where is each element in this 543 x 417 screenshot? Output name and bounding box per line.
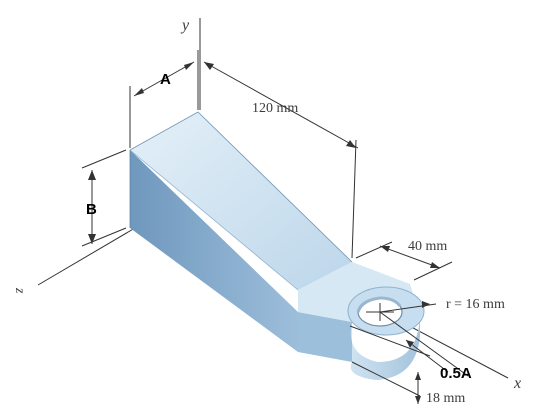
hole-inner-shade [356,296,402,313]
bracket-front-face [298,312,352,362]
dimension-A: A [129,50,199,148]
dimension-40: 40 mm [355,239,453,281]
label-120mm: 120 mm [252,101,298,116]
bracket-edge-ridge [129,149,299,291]
z-axis-line [37,227,136,286]
bracket-top-face [130,112,352,290]
label-half-A: 0.5A [440,365,472,382]
bracket-edges [129,111,353,263]
y-axis-label: y [180,17,190,34]
bracket-body [129,111,425,380]
dimension-B: B [81,149,127,247]
label-40mm: 40 mm [408,239,447,254]
dimension-18: 18 mm [351,361,465,406]
label-radius: r = 16 mm [446,297,505,312]
label-18mm: 18 mm [426,391,465,406]
bracket-side-face [130,150,298,352]
dimension-radius: r = 16 mm [379,297,505,313]
x-axis-label: x [513,375,521,392]
label-B: B [86,201,97,218]
label-A: A [160,71,171,88]
dimension-120: 120 mm [203,61,359,259]
lug-rim [350,316,420,380]
dimension-half-A: 0.5A [349,311,472,382]
z-axis-label: z [12,287,27,294]
